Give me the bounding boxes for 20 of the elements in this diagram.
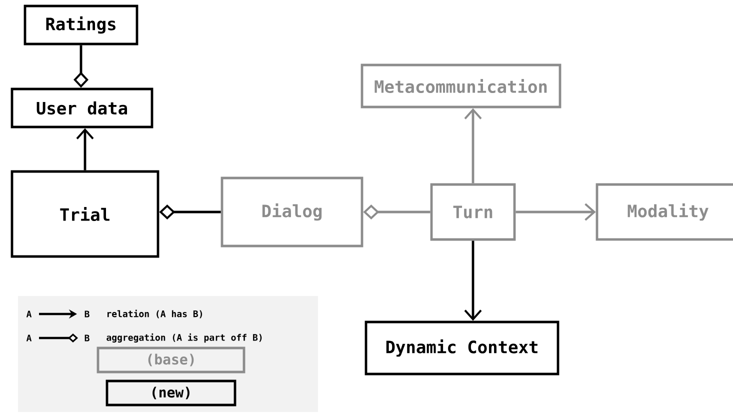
class-box: Ratings [24,4,138,46]
class-box: Dialog [220,176,364,248]
class-box: Trial [10,170,160,258]
connector [464,240,482,321]
class-box: Turn [430,183,516,241]
endpoint-label: A [26,334,32,342]
legend-text: aggregation (A is part off B) [106,333,262,343]
legend-box: (base) [96,346,246,374]
class-box: User data [10,88,154,128]
connector [76,128,94,170]
legend-text: relation (A has B) [108,310,202,318]
endpoint-label: B [84,334,90,342]
endpoint-label: B [84,310,90,318]
class-box: Metacommunication [360,64,562,108]
class-box: Dynamic Context [364,320,560,376]
connector [464,108,482,184]
endpoint-label: A [26,310,32,318]
connector [516,203,596,221]
legend-box: (new) [106,380,236,406]
class-box: Modality [596,183,733,241]
